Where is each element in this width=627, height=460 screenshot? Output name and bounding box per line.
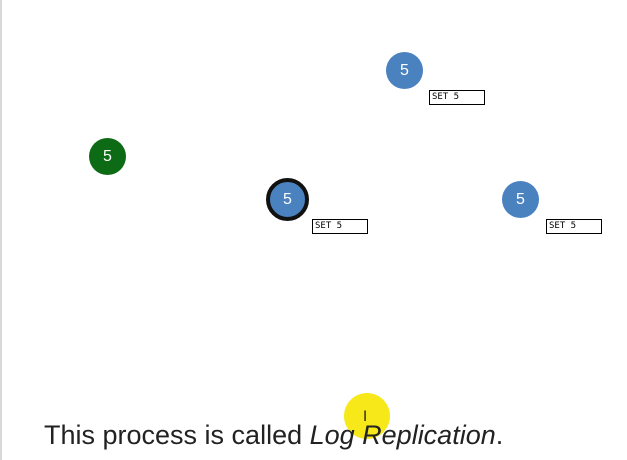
caption-prefix: This process is called [44,420,310,450]
left-divider [0,0,2,460]
cursor-highlight [344,393,390,439]
caption-emphasis: Log Replication [309,420,496,450]
node-term-label: 5 [103,147,112,165]
node-follower-right: 5 [502,181,539,218]
node-term-label: 5 [283,190,292,208]
node-term-label: 5 [400,61,409,79]
node-term-label: 5 [516,190,525,208]
node-leader-center: 5 [266,178,309,221]
log-entry-follower-top: SET 5 [429,90,485,105]
node-follower-top: 5 [386,52,423,89]
log-entry-leader: SET 5 [312,219,368,234]
log-entry-follower-right: SET 5 [546,219,602,234]
caption-suffix: . [495,420,504,450]
caption-text: This process is called Log Replication. [44,420,503,451]
text-cursor-icon: I [363,409,368,425]
node-green-left: 5 [89,138,126,175]
